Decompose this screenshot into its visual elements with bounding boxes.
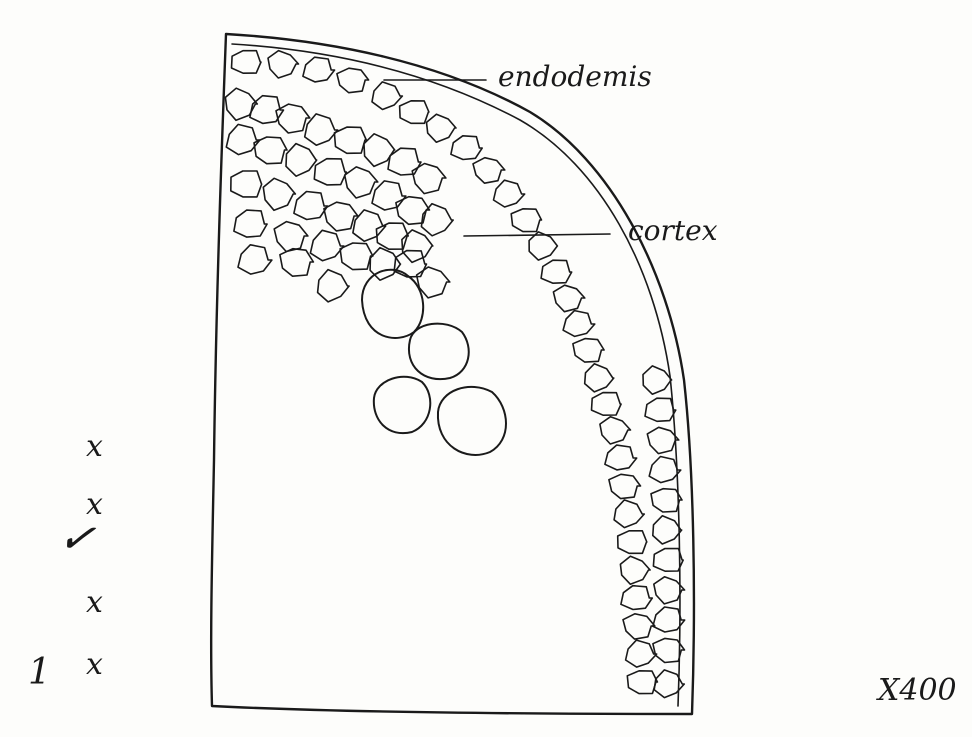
cortex-cell-cluster <box>225 88 453 302</box>
cell <box>280 249 314 277</box>
cell <box>651 489 682 512</box>
cell <box>623 614 655 639</box>
cell <box>232 51 262 73</box>
cell <box>340 243 373 270</box>
large-cell <box>438 387 506 455</box>
cell <box>324 202 358 231</box>
cell <box>303 57 335 82</box>
endodermis-label: endodemis <box>498 60 652 93</box>
margin-check-mark: ✓ <box>55 511 99 567</box>
large-cell <box>409 324 469 380</box>
cell <box>394 251 426 277</box>
cell <box>276 104 310 133</box>
cell <box>573 339 604 363</box>
cell <box>643 366 672 394</box>
cell <box>605 445 637 470</box>
cell <box>553 285 584 312</box>
cell <box>372 181 406 210</box>
cell <box>626 640 657 667</box>
cortex-label: cortex <box>628 214 718 247</box>
cell <box>334 127 366 153</box>
cell <box>600 417 631 444</box>
cell <box>473 158 505 184</box>
cell <box>645 398 676 421</box>
cell <box>494 180 525 207</box>
cell <box>412 164 446 194</box>
cortex-leader-line <box>464 234 610 236</box>
cell <box>609 474 641 498</box>
cell <box>254 137 287 164</box>
cell <box>238 245 272 274</box>
cell <box>396 197 430 225</box>
cell <box>234 210 267 237</box>
cell <box>400 101 429 124</box>
section-outline <box>211 34 694 714</box>
margin-tick-3: x <box>86 585 103 620</box>
cell <box>618 531 647 554</box>
cell <box>268 51 299 78</box>
cell <box>337 68 369 93</box>
cell <box>614 500 644 528</box>
cell <box>592 393 622 416</box>
cell <box>314 159 346 185</box>
cell <box>627 671 657 694</box>
large-cell-group <box>362 270 506 455</box>
cell <box>402 230 433 263</box>
cell <box>376 223 408 249</box>
cell <box>541 260 572 283</box>
cell <box>585 364 614 392</box>
magnification-label: X400 <box>876 673 957 708</box>
cell <box>451 136 482 160</box>
cell <box>511 209 541 232</box>
cell <box>274 222 308 252</box>
cell <box>529 232 557 260</box>
cell <box>563 311 595 337</box>
cell <box>294 192 328 220</box>
cell <box>353 210 386 241</box>
margin-tick-4: x <box>86 647 103 682</box>
cell <box>620 556 650 584</box>
margin-score: 1 <box>28 652 51 693</box>
cell <box>345 167 378 198</box>
cell <box>421 204 453 236</box>
cell <box>231 171 262 197</box>
cell <box>286 144 317 177</box>
large-cell <box>374 377 430 433</box>
margin-tick-1: x <box>86 429 103 464</box>
cell <box>372 82 402 110</box>
cell <box>263 178 295 210</box>
cell <box>621 586 652 610</box>
cell <box>427 114 457 142</box>
cell <box>653 516 682 544</box>
cell <box>364 134 395 167</box>
large-cell <box>362 270 423 338</box>
cell <box>310 230 344 260</box>
cell <box>653 549 683 572</box>
cell <box>318 270 350 302</box>
